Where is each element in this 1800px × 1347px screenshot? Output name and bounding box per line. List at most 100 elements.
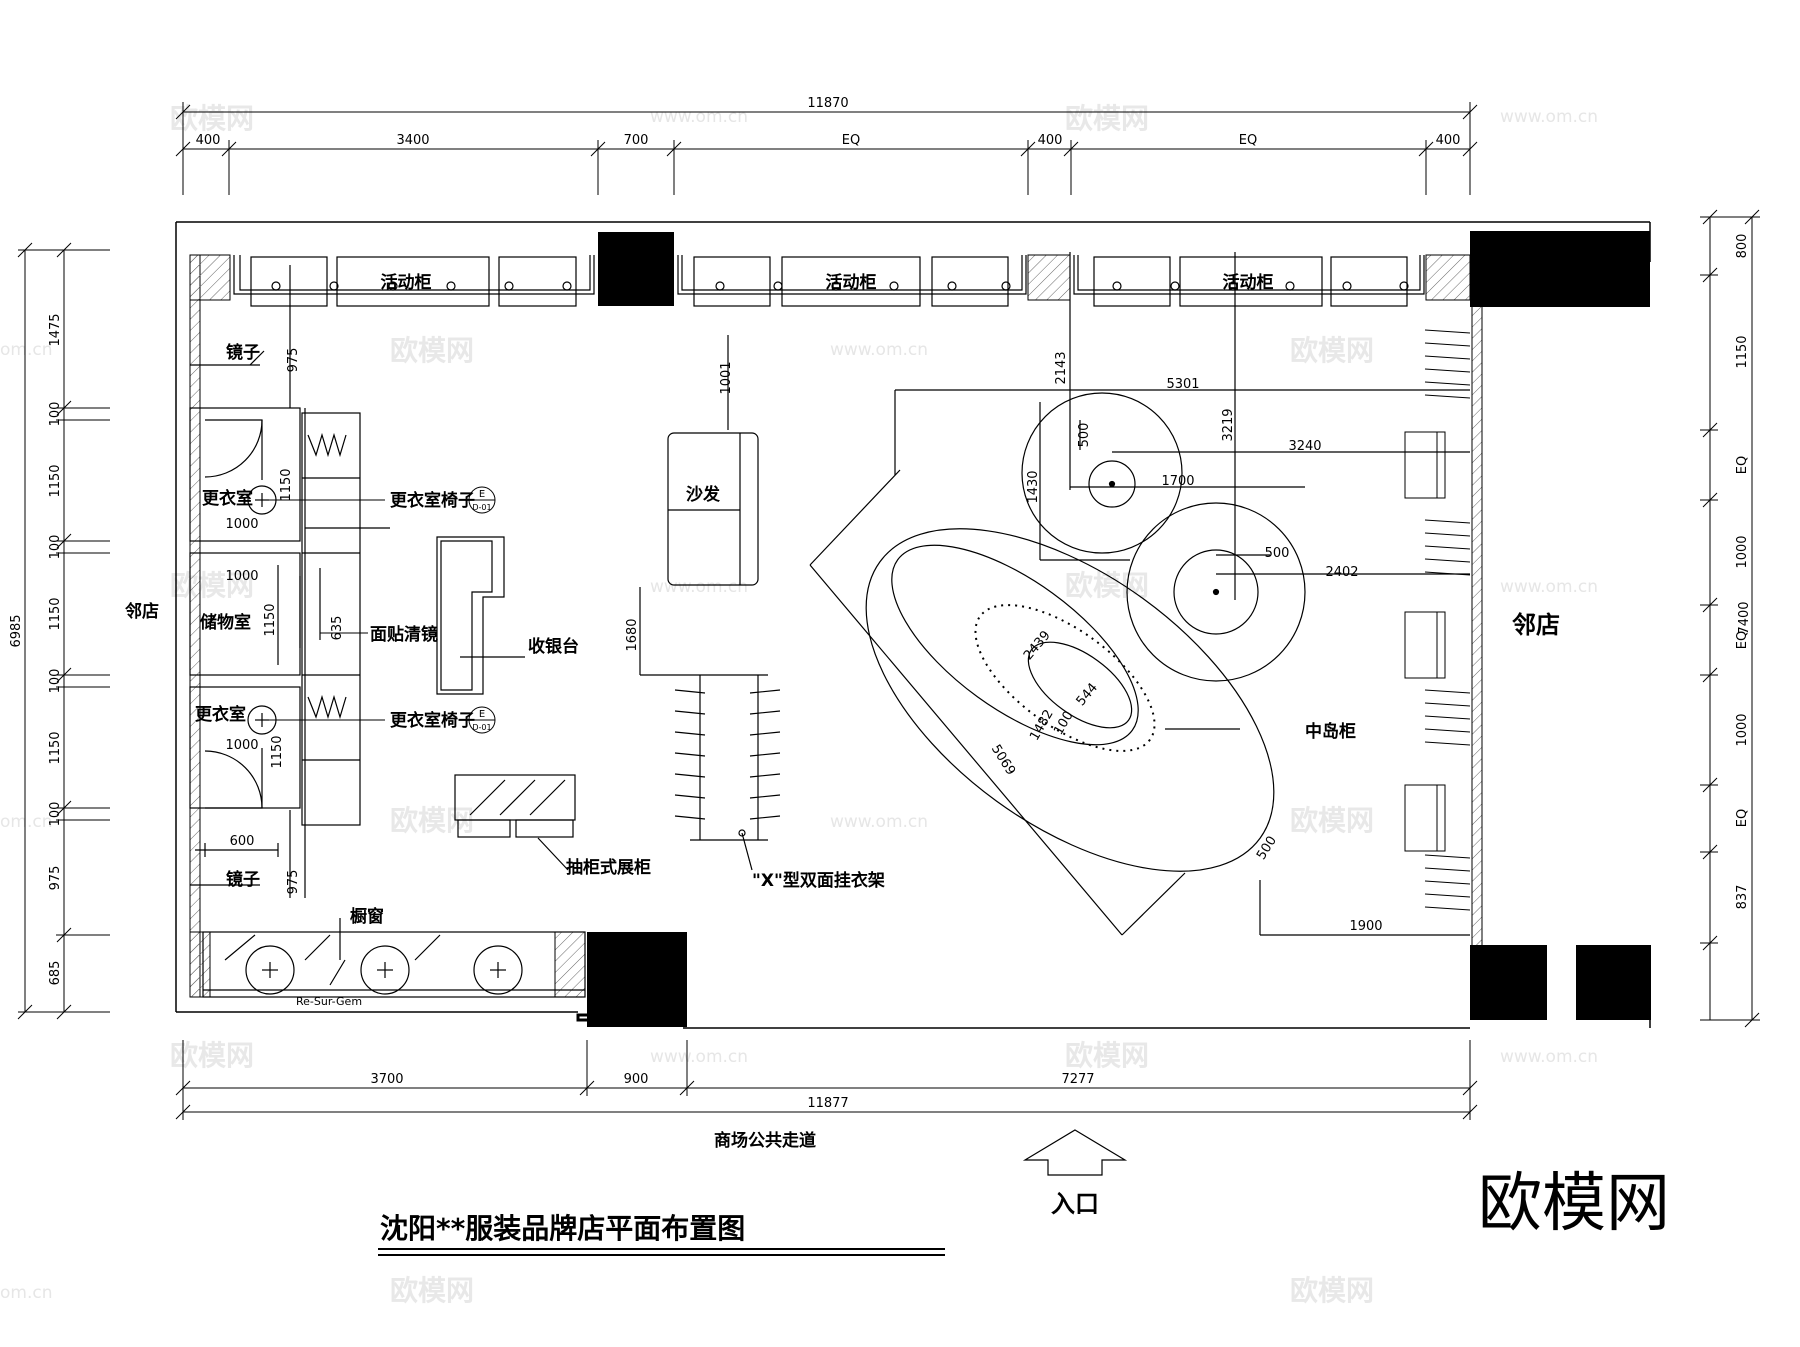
dim-left-total: 6985 [9,614,24,647]
dim-top-4: EQ [842,133,860,148]
bottom-dimensions [175,1040,1478,1120]
dim-right-1: 800 [1735,234,1750,259]
cabinet-group-1 [233,255,595,307]
dim-right-3: EQ [1735,456,1750,474]
dim-left-3: 1150 [48,464,63,497]
dim-right-4: 1000 [1735,535,1750,568]
dim-2143: 2143 [1054,351,1069,384]
island-label: 中岛柜 [1305,721,1356,742]
dim-500c: 500 [1254,834,1280,863]
mirror-label-bottom: 镜子 [226,869,260,890]
dim-top-2: 3400 [396,133,429,148]
drawer-display-label: 抽柜式展柜 [566,857,651,878]
dim-top-5: 400 [1038,133,1063,148]
dim-left-6: 100 [48,669,63,694]
dim-1001: 1001 [719,361,734,394]
dim-top-7: 400 [1436,133,1461,148]
dim-500b: 500 [1265,546,1290,561]
svg-text:www.om.cn: www.om.cn [650,577,748,597]
cabinet-row [233,255,1425,307]
dim-right-5: EQ [1735,631,1750,649]
tag-top-1: E [479,489,485,500]
entrance-arrow [1022,1129,1128,1176]
cabinet-label-1: 活动柜 [381,272,432,293]
svg-text:www.om.cn: www.om.cn [1500,1047,1598,1067]
sofa-label: 沙发 [686,484,721,505]
tag-bottom-1: D-01 [472,503,491,512]
dim-right-8: 837 [1735,885,1750,910]
svg-text:欧模网: 欧模网 [1290,804,1374,837]
svg-text:欧模网: 欧模网 [1290,1274,1374,1307]
svg-text:欧模网: 欧模网 [390,1274,474,1307]
dim-2439: 2439 [1021,628,1054,663]
dim-top-1: 400 [196,133,221,148]
dim-top-total: 11870 [807,96,848,111]
svg-text:欧模网: 欧模网 [1290,334,1374,367]
dim-3219: 3219 [1221,408,1236,441]
dim-1000b: 1000 [225,569,258,584]
watermark-layer: 欧模网 欧模网 欧模网 欧模网 欧模网 欧模网 欧模网 欧模网 欧模网 欧模网 … [0,102,1598,1307]
dim-right-6: 1000 [1735,713,1750,746]
neighbor-left-label: 邻店 [125,601,159,622]
svg-text:欧模网: 欧模网 [1065,102,1149,135]
svg-text:www.om.cn: www.om.cn [830,340,928,360]
dim-left-10: 685 [48,961,63,986]
island-cabinet [809,252,1470,936]
dim-3240: 3240 [1288,439,1321,454]
cabinet-label-2: 活动柜 [826,272,877,293]
dim-5301: 5301 [1166,377,1199,392]
fitting-room-label-2: 更衣室 [195,704,246,725]
dim-544: 544 [1074,680,1101,709]
cabinet-group-2 [677,255,1027,307]
dim-975a: 975 [286,348,301,373]
svg-text:欧模网: 欧模网 [390,334,474,367]
window-display [202,918,586,998]
svg-text:欧模网: 欧模网 [1065,569,1149,602]
dim-500a: 500 [1077,423,1092,448]
cabinet-group-3 [1073,255,1425,307]
dim-1000c: 1000 [225,738,258,753]
svg-text:欧模网: 欧模网 [170,102,254,135]
corridor-label: 商场公共走道 [714,1130,816,1151]
dim-1680: 1680 [625,618,640,651]
dim-1000a: 1000 [225,517,258,532]
svg-text:欧模网: 欧模网 [170,569,254,602]
dim-635: 635 [330,616,345,641]
dim-left-4: 100 [48,535,63,560]
wall-hatches [189,254,1471,998]
top-dimensions [175,102,1478,195]
tag-bottom-2: D-01 [472,723,491,732]
page-title: 沈阳**服装品牌店平面布置图 [380,1212,745,1245]
dim-right-2: 1150 [1735,335,1750,368]
left-dimensions [17,242,110,1020]
entrance-label: 入口 [1051,1190,1099,1218]
dim-right-total: 7400 [1737,601,1752,634]
dim-1430: 1430 [1026,470,1041,503]
watermark-logo: 欧模网 [1478,1167,1670,1241]
dim-bottom-1: 3700 [370,1072,403,1087]
dim-bottom-2: 900 [624,1072,649,1087]
dim-2402: 2402 [1325,565,1358,580]
dim-left-2: 100 [48,402,63,427]
dim-1700: 1700 [1161,474,1194,489]
svg-text:www.om.cn: www.om.cn [1500,577,1598,597]
svg-text:欧模网: 欧模网 [170,1039,254,1072]
brand-text: Re-Sur-Gem [296,995,362,1008]
dim-100: 100 [1051,709,1076,738]
center-furniture [436,335,781,871]
x-rack-label: "X"型双面挂衣架 [752,870,885,891]
dim-left-1: 1475 [48,313,63,346]
tag-top-2: E [479,709,485,720]
dim-left-5: 1150 [48,597,63,630]
dim-bottom-total: 11877 [807,1096,848,1111]
dim-left-7: 1150 [48,731,63,764]
dim-600: 600 [230,834,255,849]
fitting-chair-callouts [262,486,496,734]
wall-mirror-label: 面贴清镜 [370,624,438,645]
dim-1482: 1482 [1027,707,1057,743]
structural-columns [576,231,1651,1027]
svg-text:www.om.cn: www.om.cn [830,812,928,832]
window-label: 橱窗 [350,906,384,927]
fitting-chair-label-1: 更衣室椅子 [390,490,475,511]
